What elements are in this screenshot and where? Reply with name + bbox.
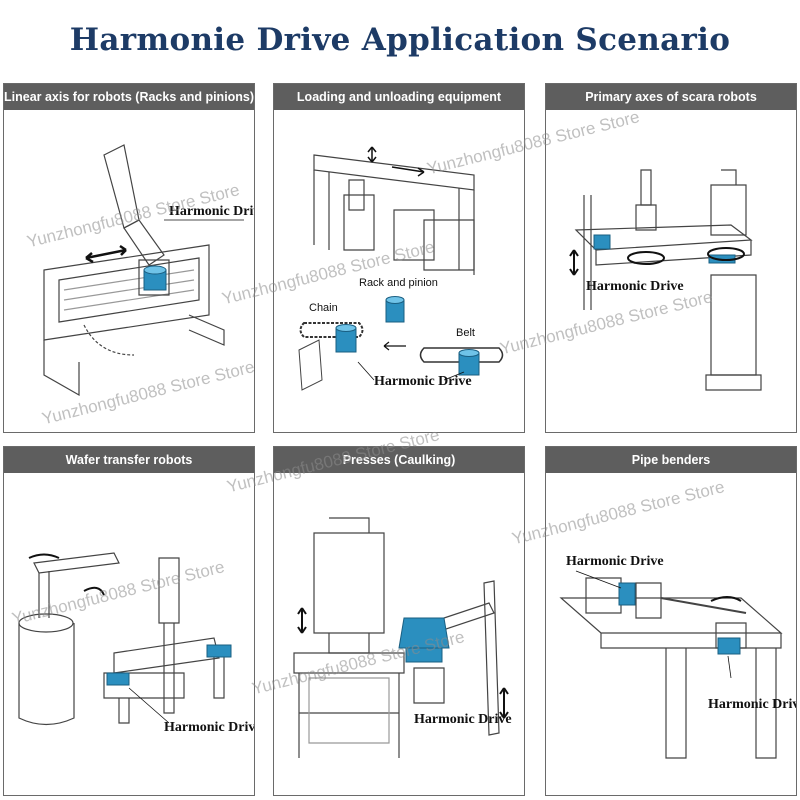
page-title: Harmonie Drive Application Scenario [69,22,731,58]
panel-header: Linear axis for robots (Racks and pinion… [4,84,254,110]
harmonic-drive-label: Harmonic Drive [164,720,255,735]
panel-presses: Presses (Caulking) Harmonic Drive [273,446,525,796]
loading-equipment-illustration: Rack and pinion Chain Belt Harmonic Driv… [298,146,504,391]
wafer-robot-illustration: Harmonic Drive [18,552,255,735]
press-illustration: Harmonic Drive [293,517,512,758]
belt-label: Belt [456,327,475,339]
scara-illustration: Harmonic Drive [569,169,762,391]
panel-header: Pipe benders [546,447,796,473]
panel-header: Loading and unloading equipment [274,84,524,110]
panel-loading-unloading: Loading and unloading equipment Rack and… [273,83,525,433]
harmonic-drive-label: Harmonic Drive [414,712,512,727]
rack-and-pinion-label: Rack and pinion [359,277,438,289]
panel-linear-axis: Linear axis for robots (Racks and pinion… [3,83,255,433]
panel-header: Primary axes of scara robots [546,84,796,110]
chain-label: Chain [309,302,338,314]
harmonic-drive-label: Harmonic Drive [586,279,684,294]
panel-header: Wafer transfer robots [4,447,254,473]
harmonic-drive-label-bottom: Harmonic Drive [708,697,797,712]
pipe-bender-illustration: Harmonic Drive Harmonic Drive [559,554,797,759]
harmonic-drive-label: Harmonic Drive [169,204,255,219]
panel-scara: Primary axes of scara robots Harmonic Dr… [545,83,797,433]
panel-pipe-benders: Pipe benders Harmonic Drive Harmonic Dri… [545,446,797,796]
harmonic-drive-label: Harmonic Drive [374,374,472,389]
panel-wafer-transfer: Wafer transfer robots Harmonic Drive [3,446,255,796]
panel-header: Presses (Caulking) [274,447,524,473]
linear-axis-illustration: Harmonic Drive [43,144,255,397]
harmonic-drive-label-top: Harmonic Drive [566,554,664,569]
